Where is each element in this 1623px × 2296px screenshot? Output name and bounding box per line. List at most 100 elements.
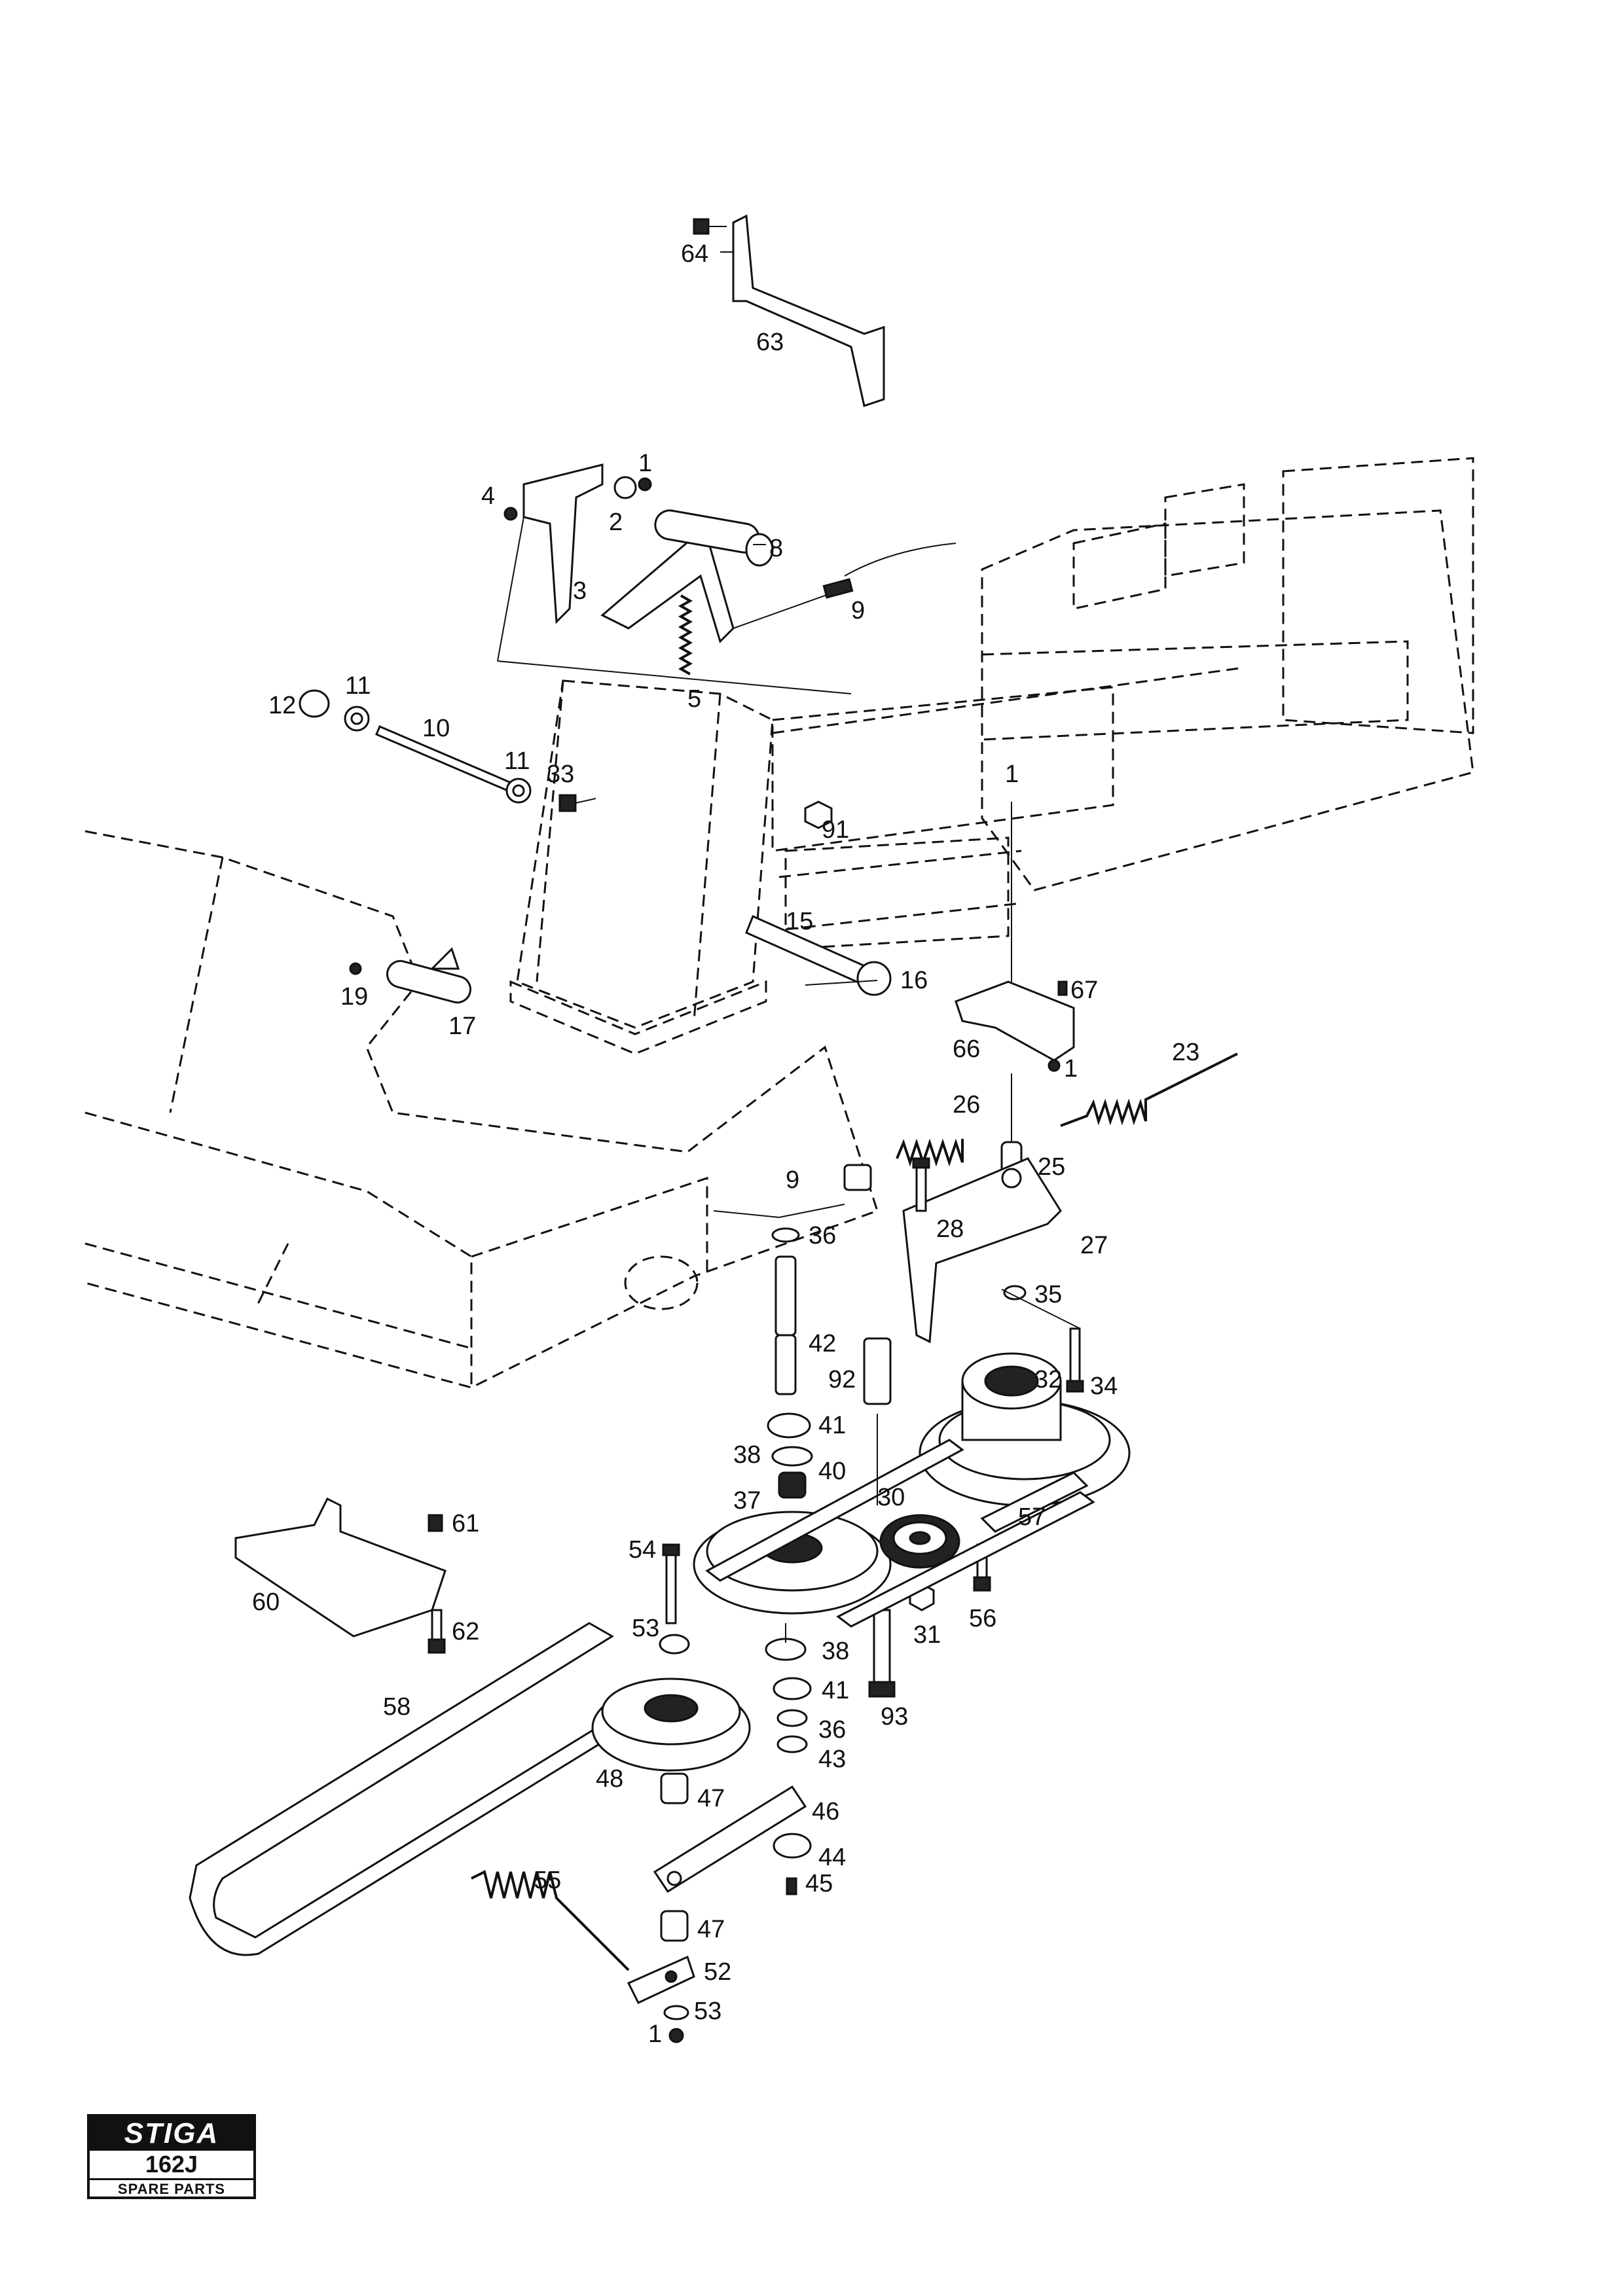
callout-1: 1 bbox=[648, 2020, 662, 2048]
cable-9-upper bbox=[733, 543, 957, 629]
callout-92: 92 bbox=[828, 1366, 856, 1393]
callout-45: 45 bbox=[805, 1870, 833, 1897]
callout-52: 52 bbox=[704, 1958, 731, 1986]
callout-30: 30 bbox=[877, 1484, 905, 1511]
callout-27: 27 bbox=[1080, 1232, 1108, 1259]
callout-labels: 64 63 1 4 2 8 3 9 5 12 11 10 11 33 1 91 … bbox=[252, 240, 1199, 2048]
callout-37: 37 bbox=[733, 1487, 761, 1515]
callout-44: 44 bbox=[818, 1844, 846, 1871]
spring-5 bbox=[678, 594, 693, 675]
callout-91: 91 bbox=[822, 816, 849, 844]
logo-brand: STIGA bbox=[124, 2117, 219, 2149]
callout-36: 36 bbox=[809, 1222, 836, 1249]
callout-11: 11 bbox=[345, 672, 371, 700]
screw-33 bbox=[558, 794, 596, 812]
callout-36: 36 bbox=[818, 1716, 846, 1744]
callout-15: 15 bbox=[786, 908, 813, 935]
washer-53-nut-1-lower bbox=[663, 2005, 689, 2043]
callout-1: 1 bbox=[1064, 1055, 1078, 1083]
washer-53-upper bbox=[659, 1634, 690, 1655]
bracket-3 bbox=[522, 463, 604, 624]
spacer-47-lower bbox=[660, 1910, 689, 1942]
callout-26: 26 bbox=[953, 1091, 980, 1119]
nut-4 bbox=[503, 507, 518, 521]
callout-33: 33 bbox=[547, 761, 574, 788]
shaft-stack-left bbox=[767, 1227, 813, 1499]
callout-25: 25 bbox=[1038, 1153, 1065, 1181]
callout-47: 47 bbox=[697, 1916, 725, 1943]
callout-48: 48 bbox=[596, 1765, 623, 1793]
pulley-48 bbox=[591, 1677, 751, 1772]
logo-subtitle: SPARE PARTS bbox=[117, 2181, 226, 2197]
spring-55 bbox=[471, 1870, 630, 1971]
callout-5: 5 bbox=[687, 685, 701, 713]
callout-1: 1 bbox=[1005, 761, 1019, 788]
nut-91 bbox=[804, 800, 833, 829]
bracket-60 bbox=[234, 1497, 447, 1654]
callout-23: 23 bbox=[1172, 1039, 1199, 1066]
callout-66: 66 bbox=[953, 1035, 980, 1063]
logo-model: 162J bbox=[90, 2151, 253, 2180]
pin-17 bbox=[349, 947, 471, 1004]
bolt-64 bbox=[693, 218, 727, 235]
callout-9: 9 bbox=[851, 597, 865, 624]
callout-8: 8 bbox=[769, 535, 783, 562]
callout-57: 57 bbox=[1018, 1503, 1046, 1531]
callout-41: 41 bbox=[818, 1412, 846, 1439]
callout-1: 1 bbox=[638, 450, 652, 477]
callout-40: 40 bbox=[818, 1458, 846, 1485]
callout-43: 43 bbox=[818, 1746, 846, 1773]
chassis-frame-outline bbox=[771, 457, 1474, 950]
spring-23 bbox=[1060, 1052, 1238, 1127]
callout-35: 35 bbox=[1034, 1281, 1062, 1308]
spring-26 bbox=[896, 1138, 964, 1167]
callout-58: 58 bbox=[383, 1693, 410, 1721]
callout-38: 38 bbox=[822, 1638, 849, 1665]
callout-32: 32 bbox=[1034, 1366, 1062, 1393]
callout-11: 11 bbox=[504, 747, 530, 775]
mower-deck-housing-outline bbox=[84, 830, 879, 1389]
bracket-63 bbox=[732, 214, 885, 407]
callout-19: 19 bbox=[340, 983, 368, 1011]
callout-42: 42 bbox=[809, 1330, 836, 1357]
callout-54: 54 bbox=[629, 1536, 656, 1564]
callout-53: 53 bbox=[632, 1615, 659, 1642]
callout-62: 62 bbox=[452, 1618, 479, 1645]
callout-47: 47 bbox=[697, 1785, 725, 1812]
shaft-15 bbox=[745, 914, 892, 996]
stiga-logo: STIGA 162J SPARE PARTS bbox=[87, 2114, 256, 2199]
callout-2: 2 bbox=[609, 509, 623, 536]
callout-34: 34 bbox=[1090, 1372, 1118, 1400]
lever-8 bbox=[600, 509, 774, 643]
callout-53: 53 bbox=[694, 1998, 721, 2025]
callout-93: 93 bbox=[881, 1703, 908, 1731]
bolt-34 bbox=[1066, 1327, 1084, 1393]
callout-3: 3 bbox=[573, 577, 587, 605]
idler-pulley-30 bbox=[879, 1514, 960, 1569]
lower-hardware-right bbox=[765, 1638, 812, 1895]
spacer-92 bbox=[863, 1337, 892, 1405]
callout-41: 41 bbox=[822, 1677, 849, 1704]
bolt-28 bbox=[912, 1157, 930, 1212]
callout-31: 31 bbox=[913, 1621, 941, 1649]
belt-58 bbox=[189, 1622, 644, 1956]
callout-63: 63 bbox=[756, 329, 784, 356]
callout-67: 67 bbox=[1070, 977, 1098, 1004]
cable-9-lower bbox=[713, 1164, 872, 1219]
spacer-47-upper bbox=[660, 1772, 689, 1804]
washer-2-nut-1 bbox=[613, 476, 652, 499]
callout-17: 17 bbox=[448, 1013, 476, 1040]
callout-12: 12 bbox=[268, 692, 296, 719]
axle-10 bbox=[299, 689, 532, 804]
plate-52 bbox=[627, 1955, 695, 2004]
callout-55: 55 bbox=[534, 1867, 561, 1894]
callout-61: 61 bbox=[452, 1510, 479, 1537]
callout-46: 46 bbox=[812, 1798, 839, 1825]
callout-28: 28 bbox=[936, 1215, 964, 1243]
bolt-93 bbox=[868, 1609, 896, 1698]
callout-38: 38 bbox=[733, 1441, 761, 1469]
steering-column-housing bbox=[509, 679, 774, 1055]
callout-4: 4 bbox=[481, 482, 495, 510]
tension-arm-27 bbox=[902, 1157, 1062, 1344]
